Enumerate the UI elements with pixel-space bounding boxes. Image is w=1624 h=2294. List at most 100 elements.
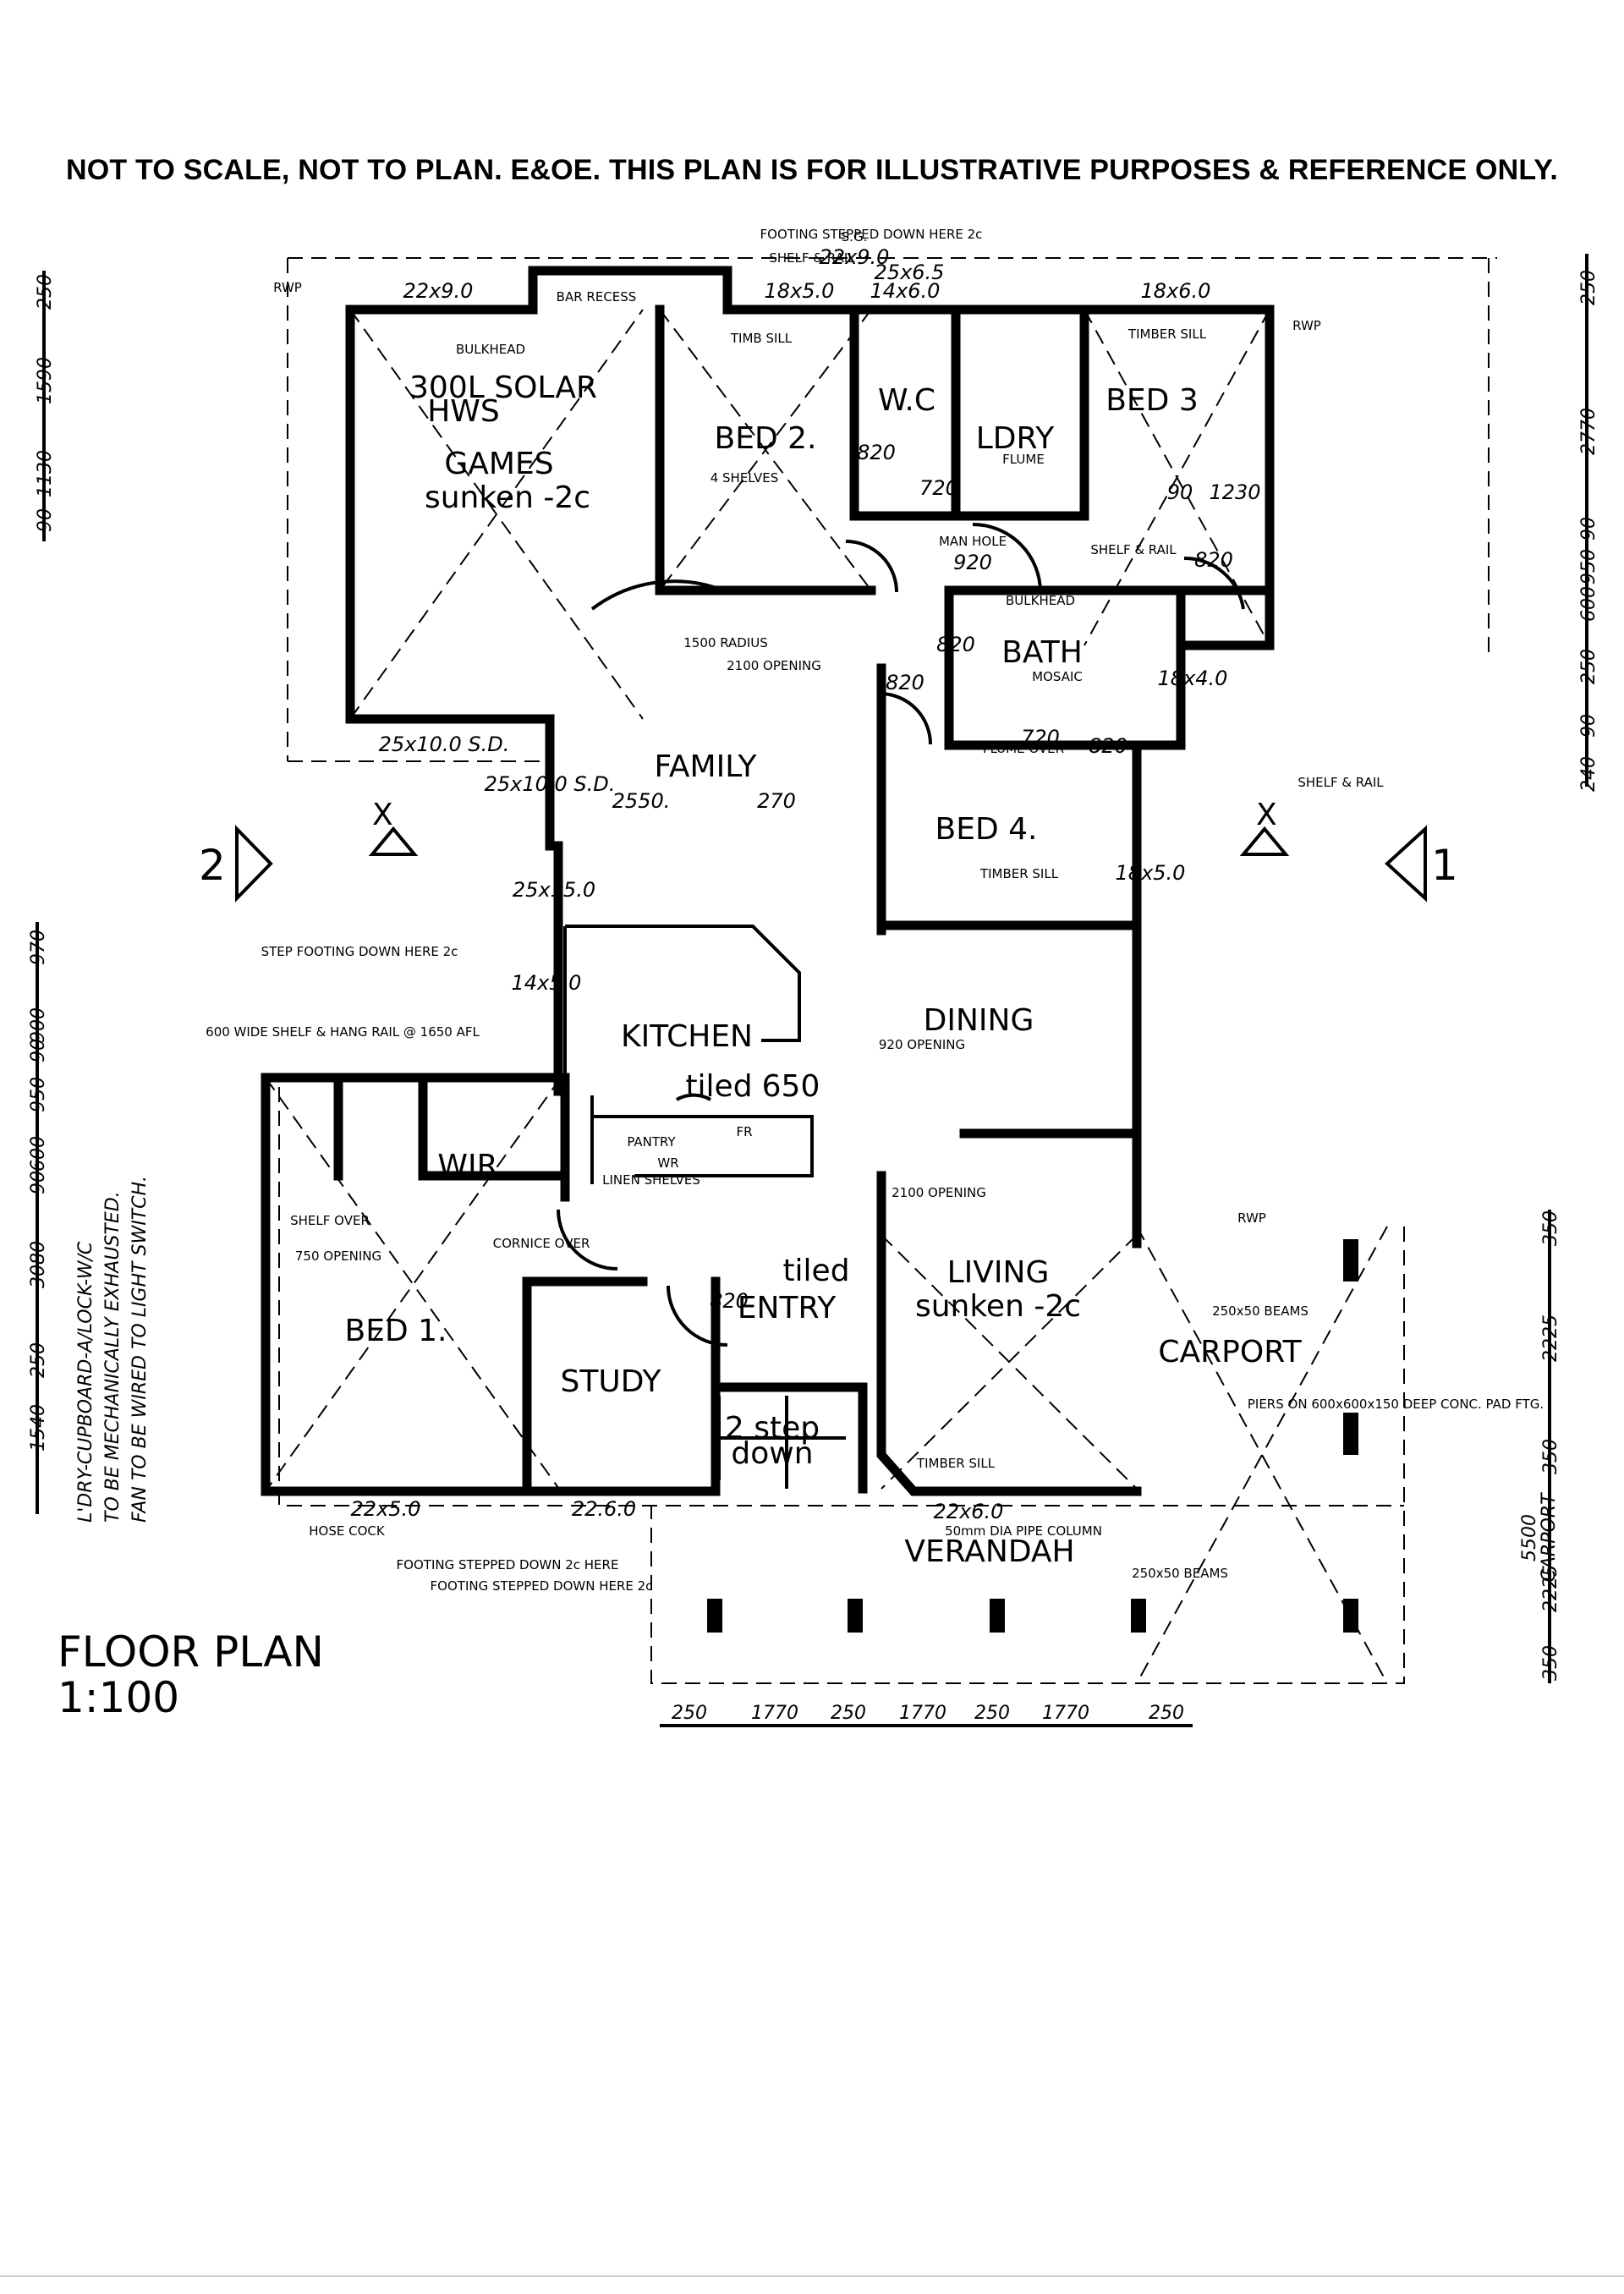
annotation-note: STEP FOOTING DOWN HERE 2c [261, 944, 458, 959]
bottom-dimension: 1770 [751, 1703, 798, 1724]
annotation-note: 250x50 BEAMS [1212, 1303, 1309, 1319]
dimension-label: 820 [1194, 548, 1233, 572]
annotation-note: CORNICE OVER [493, 1236, 590, 1251]
annotation-note: S.G. [842, 229, 868, 244]
left-dimension-bottom: 600 [28, 1136, 49, 1172]
room-label: tiled [685, 1069, 752, 1104]
room-label: 650 [762, 1069, 820, 1104]
annotation-note: PIERS ON 600x600x150 DEEP CONC. PAD FTG. [1248, 1397, 1544, 1412]
room-label: GAMES [444, 447, 553, 481]
annotation-note: 4 SHELVES [710, 470, 779, 486]
room-label: STUDY [561, 1364, 662, 1399]
annotation-note: TIMBER SILL [979, 866, 1059, 881]
dimension-label: 720 [1021, 726, 1060, 749]
right-dimension-top: 250 [1578, 270, 1599, 305]
dimension-lines [36, 254, 1588, 1727]
right-dimension-top: 240 [1578, 756, 1599, 792]
dimension-label: 2550. [612, 789, 671, 813]
room-label: sunken -2c [425, 480, 590, 515]
right-dimension-top: 950 [1578, 549, 1599, 584]
annotation-note: RWP [273, 280, 302, 295]
room-label: W.C [878, 383, 935, 418]
left-dimension-bottom: 950 [28, 1077, 49, 1112]
annotation-note: WR [657, 1155, 678, 1171]
room-label: BATH [1001, 635, 1083, 670]
side-note-line-2: TO BE MECHANICALLY EXHAUSTED. [102, 1191, 123, 1523]
dimension-label: 920 [953, 551, 992, 574]
annotation-note: SHELF & RAIL [769, 250, 855, 266]
section-marker-2: 2 [199, 841, 226, 890]
left-dimension-bottom: 1540 [28, 1404, 49, 1452]
left-dimension-top: 1130 [35, 450, 56, 497]
right-dimension-top: 90 [1578, 517, 1599, 541]
dimension-label: 820 [857, 441, 896, 464]
right-dimension-bottom: CARPORT [1539, 1492, 1560, 1583]
section-marker-x-left: X [372, 798, 393, 832]
annotation-note: BAR RECESS [557, 289, 637, 305]
annotation-note: LINEN SHELVES [602, 1172, 700, 1188]
left-dimension-bottom: 250 [28, 1342, 49, 1378]
section-marker-x-right: X [1256, 798, 1277, 832]
side-dimension-labels: 2502770909506002509024035022253502225350… [28, 270, 1599, 1724]
dimension-label: 720 [919, 476, 958, 500]
dimension-label: 25x10.0 S.D. [379, 733, 510, 756]
annotation-note: 750 OPENING [295, 1249, 381, 1264]
annotation-note: RWP [1237, 1210, 1266, 1226]
bottom-dimension: 1770 [899, 1703, 946, 1724]
dimension-label: 22x5.0 [351, 1497, 421, 1521]
bottom-dimension: 1770 [1042, 1703, 1089, 1724]
room-label: sunken -2c [915, 1289, 1081, 1324]
room-label: down [731, 1436, 813, 1471]
dimension-label: 22.6.0 [572, 1497, 636, 1521]
room-label: HWS [427, 394, 500, 429]
annotation-note: TIMB SILL [730, 331, 793, 346]
right-dimension-bottom: 350 [1540, 1210, 1561, 1246]
walls [261, 266, 1358, 1633]
annotation-note: SHELF & RAIL [1298, 775, 1384, 790]
bottom-dimension: 250 [831, 1703, 866, 1724]
right-dimension-top: 250 [1578, 649, 1599, 684]
plan-scale: 1:100 [58, 1673, 179, 1722]
annotation-note: 2100 OPENING [727, 658, 821, 673]
annotation-note: FOOTING STEPPED DOWN 2c HERE [397, 1557, 619, 1572]
bottom-dimension: 250 [672, 1703, 707, 1724]
dimension-label: 820 [1089, 734, 1127, 758]
dimension-label: 22x9.0 [820, 245, 890, 269]
dimension-label: 90 [1167, 480, 1193, 504]
right-dimension-bottom: 350 [1540, 1645, 1561, 1681]
annotation-note: SHELF & RAIL [1090, 542, 1177, 557]
left-dimension-top: 90 [35, 508, 56, 532]
bottom-dimension: 250 [974, 1703, 1010, 1724]
annotation-note: 50mm DIA PIPE COLUMN [945, 1523, 1102, 1539]
dimension-label: 18x5.0 [1116, 861, 1186, 885]
dimension-label: 1230 [1209, 480, 1260, 504]
room-label: KITCHEN [621, 1019, 753, 1054]
room-label: CARPORT [1158, 1335, 1302, 1369]
annotation-note: MOSAIC [1032, 669, 1083, 684]
annotation-notes: FOOTING STEPPED DOWN HERE 2c SHELF & RAIL… [206, 227, 1544, 1594]
bottom-dimension: 250 [1149, 1703, 1184, 1724]
right-dimension-top: 90 [1578, 714, 1599, 738]
side-note-line-3: FAN TO BE WIRED TO LIGHT SWITCH. [129, 1176, 151, 1523]
dimension-label: 14x6.0 [870, 279, 941, 303]
annotation-note: FLUME [1002, 452, 1045, 467]
room-label: ENTRY [738, 1291, 837, 1325]
right-dimension-top: 600 [1578, 586, 1599, 622]
room-label: tiled [782, 1254, 849, 1288]
annotation-note: FR [736, 1124, 752, 1139]
room-label: VERANDAH [904, 1534, 1074, 1569]
dimension-label: 820 [710, 1289, 749, 1313]
annotation-note: FLUME OVER [983, 741, 1064, 756]
annotation-note: FOOTING STEPPED DOWN HERE 2c [760, 227, 983, 242]
room-label: BED 4. [935, 812, 1038, 847]
room-label: WIR [437, 1149, 497, 1183]
left-dimension-top: 1590 [35, 357, 56, 404]
left-dimension-top: 250 [35, 274, 56, 310]
annotation-note: PANTRY [627, 1134, 676, 1150]
annotation-note: 250x50 BEAMS [1132, 1566, 1228, 1581]
page-bottom-rule [0, 2275, 1624, 2277]
right-dimension-top: 2770 [1578, 408, 1599, 455]
